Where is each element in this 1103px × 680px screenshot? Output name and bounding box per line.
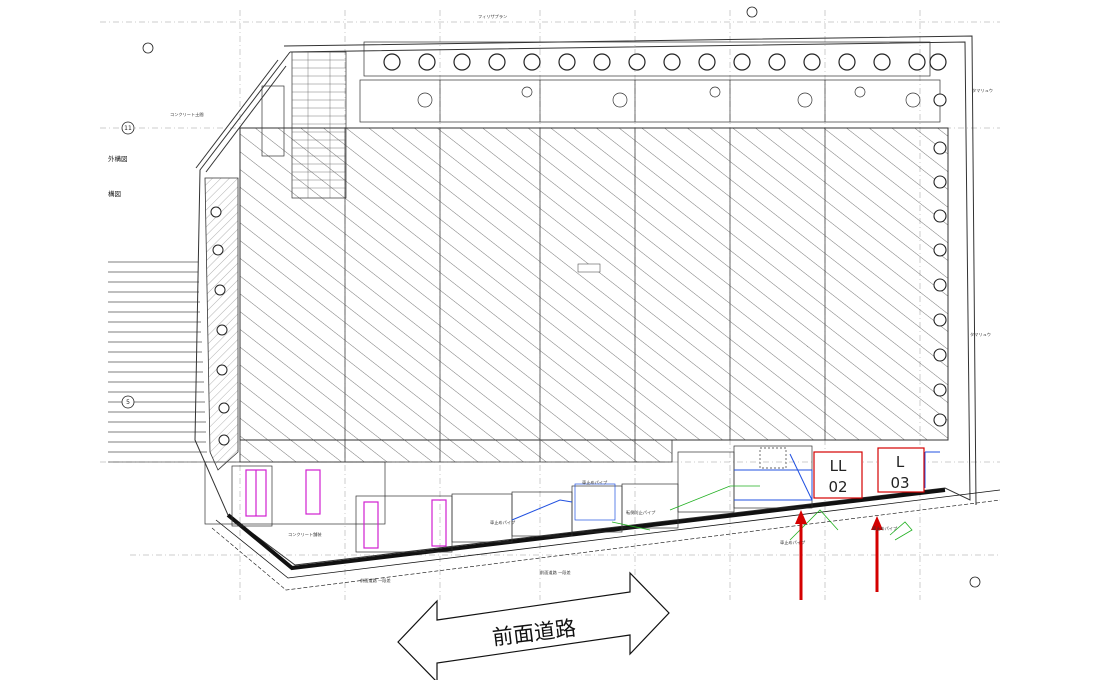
- grid-bubble-5: 5: [126, 399, 130, 406]
- parking-space-ll02: [813, 451, 863, 499]
- label-tamago-1: タマリュウ: [972, 87, 993, 94]
- terrain-steps: [108, 261, 207, 463]
- site-boundary: [194, 35, 977, 566]
- label-tamago-2: タマリュウ: [970, 331, 991, 338]
- right-tree-column: [933, 93, 947, 427]
- building-floor-plan: [239, 127, 949, 463]
- grid-bubbles: [121, 6, 981, 588]
- grid-bubble-11: 11: [124, 125, 132, 132]
- green-leaders: [611, 485, 913, 541]
- top-parking-row: [359, 41, 941, 123]
- label-anti-topple-pipe: 転倒防止パイプ: [626, 509, 656, 516]
- space-ll02-bottom: 02: [828, 478, 847, 496]
- entry-arrows: [795, 510, 883, 600]
- side-label-structure: 構図: [108, 189, 121, 198]
- magenta-equipment: [245, 469, 447, 549]
- label-car-stop-pipe-1: 車止めパイプ: [490, 519, 516, 526]
- label-car-stop-pipe-4: 車止めパイプ: [582, 479, 608, 486]
- label-road-section-1: 前面道路 一段差: [540, 569, 571, 576]
- label-car-stop-pipe-3: 車止めパイプ: [872, 525, 898, 532]
- space-l03-top: L: [896, 453, 905, 471]
- front-wall: [211, 488, 1001, 591]
- space-l03-bottom: 03: [890, 474, 909, 492]
- parking-space-l03: [877, 447, 925, 493]
- label-concrete-pavement: コンクリート舗装: [288, 531, 322, 538]
- label-road-section-2: 前面道路 一段差: [360, 577, 391, 584]
- left-tree-column: [210, 206, 230, 446]
- parking-markers: [417, 86, 921, 108]
- label-fence: フィリザプラン: [478, 14, 507, 20]
- road-arrow: [397, 571, 670, 680]
- label-car-stop-pipe-2: 車止めパイプ: [780, 539, 806, 546]
- blue-pipes: [511, 451, 940, 521]
- label-concrete-floor: コンクリート土間: [170, 111, 204, 118]
- side-label-exterior: 外構図: [108, 154, 128, 163]
- left-wall-strip: [204, 177, 239, 471]
- top-stair-area: [261, 51, 347, 199]
- top-tree-row: [383, 53, 947, 71]
- space-ll02-top: LL: [830, 457, 847, 475]
